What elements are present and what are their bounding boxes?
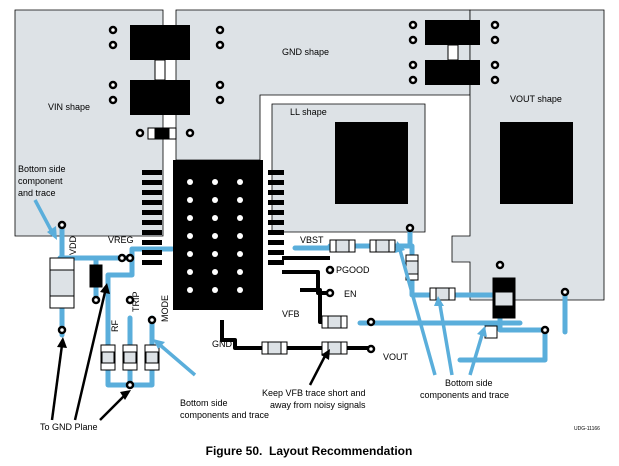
pin-label-gnd: GND: [212, 339, 233, 349]
smd-components: [49, 127, 516, 371]
thermal-vias: [187, 179, 243, 293]
vout-shape-label: VOUT shape: [510, 94, 562, 104]
callout-bottom-mid-2: components and trace: [180, 410, 269, 420]
pin-label-mode: MODE: [160, 295, 170, 322]
ic-pins-right: [268, 170, 284, 265]
mosfet-packages: [130, 20, 480, 115]
callout-bottom-left-3: and trace: [18, 188, 56, 198]
pin-label-vout: VOUT: [383, 352, 409, 362]
vin-shape-label: VIN shape: [48, 102, 90, 112]
callout-bottom-left-1: Bottom side: [18, 164, 66, 174]
callout-bottom-left-2: component: [18, 176, 63, 186]
doc-id: UDG-11166: [574, 426, 600, 432]
vin-shape: [14, 9, 164, 237]
pin-label-trip: TRIP: [131, 291, 141, 312]
pin-label-vreg: VREG: [108, 235, 134, 245]
pin-label-vdd: VDD: [68, 235, 78, 255]
callout-keep-vfb-2: away from noisy signals: [270, 400, 366, 410]
pin-label-en: EN: [344, 289, 357, 299]
ll-shape-label: LL shape: [290, 107, 327, 117]
pin-label-rf: RF: [110, 320, 120, 332]
callout-keep-vfb-1: Keep VFB trace short and: [262, 388, 366, 398]
pin-label-pgood: PGOOD: [336, 265, 370, 275]
ll-inductor-pad: [335, 122, 408, 204]
callout-arrows: [33, 199, 487, 421]
callout-bottom-right-1: Bottom side: [445, 378, 493, 388]
gnd-shape-label: GND shape: [282, 47, 329, 57]
ic-thermal-pad: [173, 160, 263, 310]
pin-label-vfb: VFB: [282, 309, 300, 319]
pin-label-vbst: VBST: [300, 235, 324, 245]
vout-inductor-pad: [500, 122, 573, 204]
via-rings: [57, 20, 570, 390]
callout-bottom-mid-1: Bottom side: [180, 398, 228, 408]
figure-caption: Figure 50. Layout Recommendation: [206, 444, 413, 458]
ic-pins-left: [142, 170, 162, 265]
callout-to-gnd-plane: To GND Plane: [40, 422, 98, 432]
callout-bottom-right-2: components and trace: [420, 390, 509, 400]
